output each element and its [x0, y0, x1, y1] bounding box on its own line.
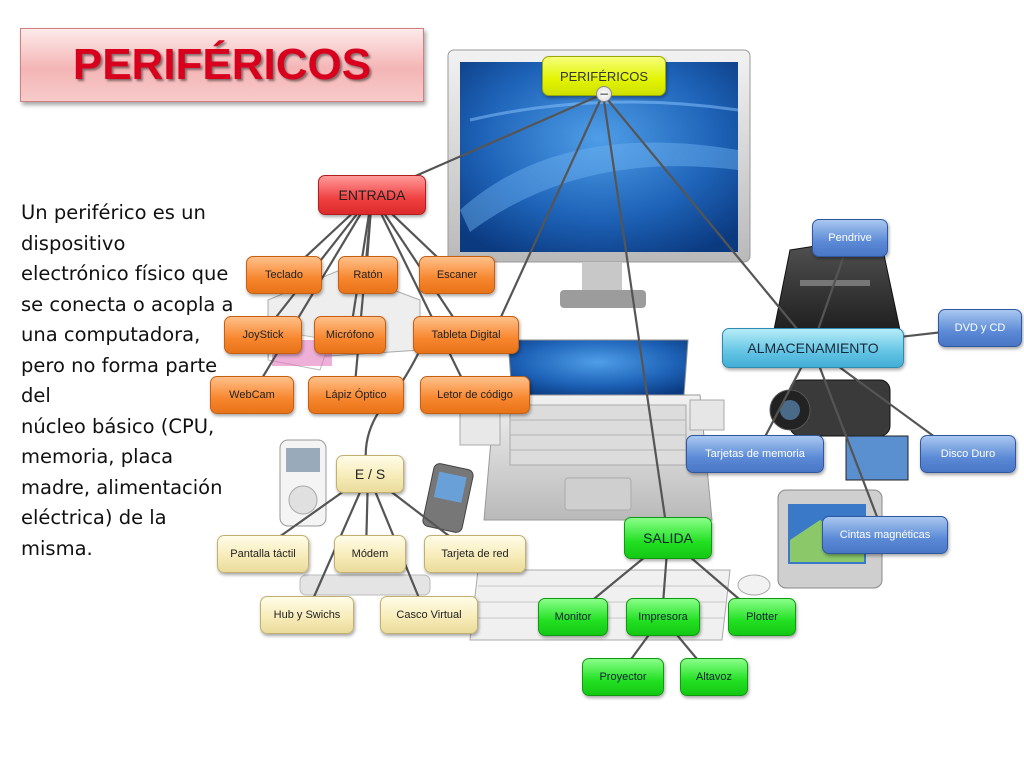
definition-line: núcleo básico (CPU, — [21, 414, 215, 438]
definition-line: se conecta o acopla a — [21, 292, 234, 316]
node-lapiz-optico[interactable]: Lápiz Óptico — [308, 376, 404, 414]
node-label: DVD y CD — [954, 322, 1006, 334]
node-cintas-magneticas[interactable]: Cintas magnéticas — [822, 516, 948, 554]
node-disco-duro[interactable]: Disco Duro — [920, 435, 1016, 473]
laptop-illustration — [483, 339, 713, 521]
node-teclado[interactable]: Teclado — [246, 256, 322, 294]
definition-line: eléctrica) de la — [21, 506, 167, 529]
monitor-illustration — [447, 49, 751, 308]
node-lector-codigo[interactable]: Letor de código — [420, 376, 530, 414]
node-altavoz[interactable]: Altavoz — [680, 658, 748, 696]
node-label: Proyector — [599, 671, 647, 683]
definition-line: del — [21, 384, 51, 407]
branch-almacenamiento-label: ALMACENAMIENTO — [747, 340, 879, 356]
collapse-toggle[interactable]: − — [596, 86, 612, 102]
node-label: Tarjeta de red — [441, 548, 509, 560]
node-casco-virtual[interactable]: Casco Virtual — [380, 596, 478, 634]
node-pantalla-tactil[interactable]: Pantalla táctil — [217, 535, 309, 573]
node-label: Altavoz — [695, 671, 733, 683]
node-impresora[interactable]: Impresora — [626, 598, 700, 636]
node-pendrive[interactable]: Pendrive — [812, 219, 888, 257]
definition-line: memoria, placa — [21, 445, 174, 468]
title-banner: PERIFÉRICOS — [20, 28, 424, 102]
node-label: Letor de código — [437, 389, 513, 401]
node-tarjeta-red[interactable]: Tarjeta de red — [424, 535, 526, 573]
page-title: PERIFÉRICOS — [72, 40, 372, 89]
node-label: Ratón — [353, 269, 383, 281]
definition-line: misma. — [21, 536, 93, 560]
node-label: Tarjetas de memoria — [705, 448, 805, 460]
definition-line: electrónico físico que — [21, 262, 229, 285]
definition-line: dispositivo — [21, 231, 126, 255]
node-escaner[interactable]: Escaner — [419, 256, 495, 294]
node-hub-swichs[interactable]: Hub y Swichs — [260, 596, 354, 634]
node-label: Teclado — [265, 269, 303, 281]
node-webcam[interactable]: WebCam — [210, 376, 294, 414]
node-label: JoyStick — [242, 329, 284, 341]
node-label: Tableta Digital — [431, 329, 501, 341]
node-label: Micrófono — [325, 329, 375, 341]
branch-salida[interactable]: SALIDA — [624, 517, 712, 559]
definition-line: Un periférico es un — [21, 201, 206, 224]
node-tarjetas-memoria[interactable]: Tarjetas de memoria — [686, 435, 824, 473]
node-modem[interactable]: Módem — [334, 535, 406, 573]
node-raton[interactable]: Ratón — [338, 256, 398, 294]
definition-line: madre, alimentación — [21, 475, 223, 499]
node-monitor[interactable]: Monitor — [538, 598, 608, 636]
node-tableta-digital[interactable]: Tableta Digital — [413, 316, 519, 354]
node-label: Lápiz Óptico — [325, 389, 387, 401]
branch-es-label: E / S — [354, 466, 386, 482]
root-node-label: PERIFÉRICOS — [559, 68, 649, 84]
node-label: Pantalla táctil — [230, 548, 296, 560]
node-proyector[interactable]: Proyector — [582, 658, 664, 696]
node-label: Plotter — [746, 611, 778, 623]
node-joystick[interactable]: JoyStick — [224, 316, 302, 354]
definition-line: una computadora, — [21, 323, 201, 346]
node-label: Módem — [351, 548, 389, 560]
branch-almacenamiento[interactable]: ALMACENAMIENTO — [722, 328, 904, 368]
definition-line: pero no forma parte — [21, 353, 218, 377]
node-label: Pendrive — [828, 232, 872, 244]
node-label: Cintas magnéticas — [839, 529, 931, 541]
node-label: WebCam — [229, 389, 275, 401]
definition-paragraph: Un periférico es un dispositivo electrón… — [21, 198, 246, 564]
node-microfono[interactable]: Micrófono — [314, 316, 386, 354]
camcorder-illustration — [769, 379, 909, 481]
branch-es[interactable]: E / S — [336, 455, 404, 493]
node-label: Disco Duro — [940, 448, 996, 460]
node-label: Impresora — [638, 611, 688, 623]
node-plotter[interactable]: Plotter — [728, 598, 796, 636]
node-label: Casco Virtual — [396, 609, 462, 621]
node-label: Escaner — [436, 269, 478, 281]
branch-entrada-label: ENTRADA — [338, 187, 406, 203]
node-dvd-cd[interactable]: DVD y CD — [938, 309, 1022, 347]
pda-illustration — [422, 463, 474, 533]
mp3-player-illustration — [279, 439, 327, 527]
branch-entrada[interactable]: ENTRADA — [318, 175, 426, 215]
branch-salida-label: SALIDA — [643, 530, 693, 546]
node-label: Monitor — [554, 611, 592, 623]
node-label: Hub y Swichs — [273, 609, 341, 621]
